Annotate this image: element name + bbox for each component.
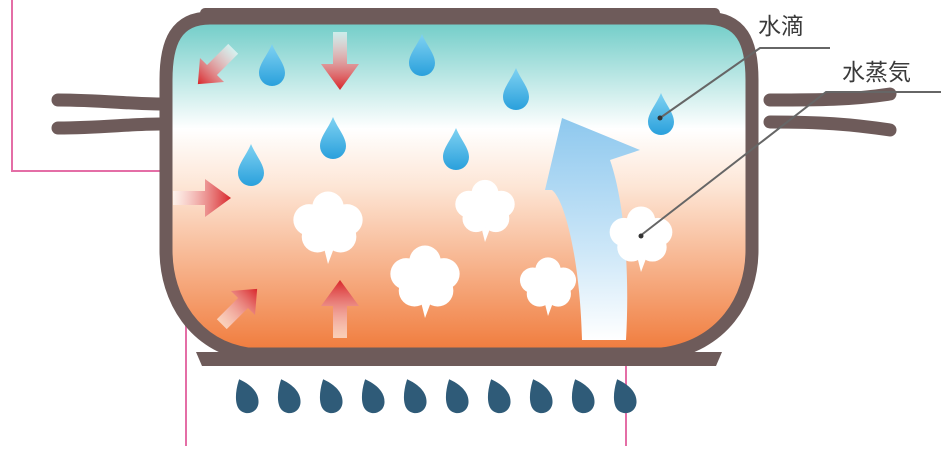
heat-arrow-icon (321, 280, 359, 338)
water-vapor-label: 水蒸気 (842, 60, 911, 86)
pot-base (196, 352, 722, 366)
flame-icon (312, 375, 347, 417)
flame-icon (354, 375, 389, 417)
burner-flames (228, 375, 641, 417)
flame-icon (606, 375, 641, 417)
heat-arrows (173, 32, 359, 338)
flame-icon (438, 375, 473, 417)
flame-icon (396, 375, 431, 417)
flame-icon (522, 375, 557, 417)
flame-icon (480, 375, 515, 417)
flame-icon (228, 375, 263, 417)
convection-arrow-icon (545, 118, 640, 340)
pot-rim (200, 8, 720, 22)
pot-handles (51, 87, 897, 137)
flame-icon (564, 375, 599, 417)
heat-arrow-icon (321, 32, 359, 90)
heat-arrow-icon (173, 179, 231, 217)
water-drop-label: 水滴 (758, 14, 804, 40)
heat-arrow-icon (216, 288, 258, 330)
heat-arrow-icon (197, 43, 239, 85)
right-leader-lines (639, 47, 941, 237)
flame-icon (270, 375, 305, 417)
